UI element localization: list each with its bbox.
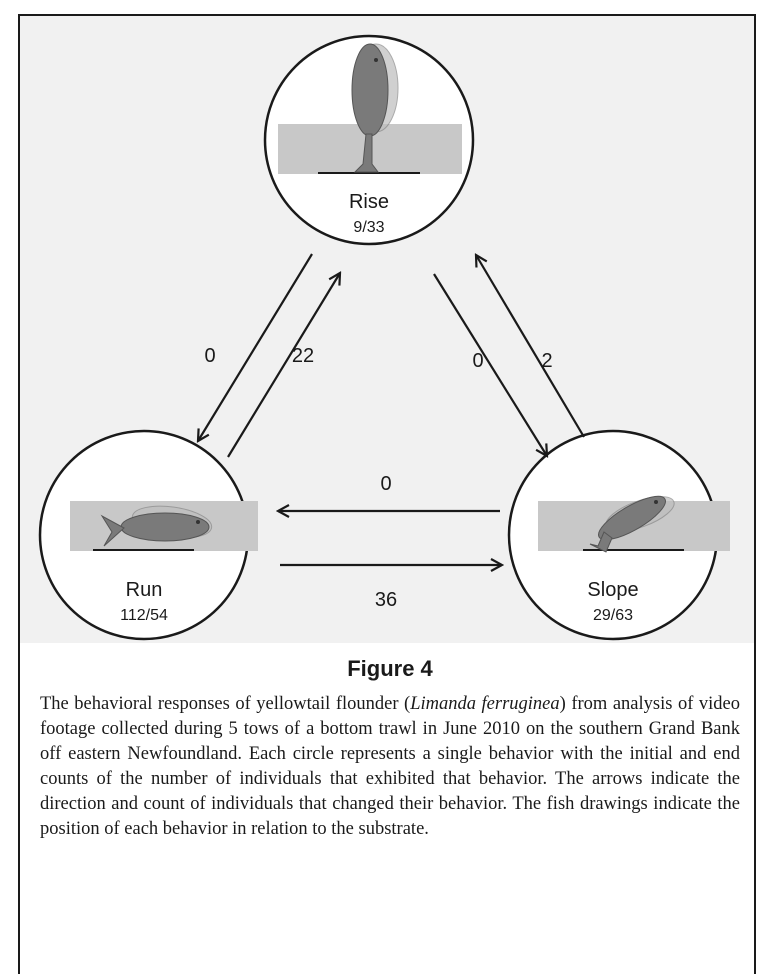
slope-label: Slope <box>587 579 638 601</box>
run-node: Run 112/54 <box>38 429 258 641</box>
edge-label-slope-to-run: 0 <box>380 473 391 495</box>
caption-species: Limanda ferruginea <box>410 694 560 714</box>
edge-label-rise-to-slope: 0 <box>472 350 483 372</box>
arrow-rise-to-run <box>198 253 313 441</box>
slope-node: Slope 29/63 <box>507 429 730 641</box>
figure-caption: The behavioral responses of yellowtail f… <box>40 692 740 842</box>
edge-label-run-to-rise: 22 <box>292 345 314 367</box>
rise-node: Rise 9/33 <box>263 34 475 246</box>
edge-label-slope-to-rise: 2 <box>541 350 552 372</box>
rise-label: Rise <box>349 191 389 213</box>
figure-caption-area: Figure 4 The behavioral responses of yel… <box>40 650 740 842</box>
caption-pre: The behavioral responses of yellowtail f… <box>40 694 411 714</box>
rise-fish-icon <box>351 43 399 173</box>
run-fish-icon <box>100 505 213 547</box>
behavior-diagram: Rise 9/33 Run 112/54 <box>20 16 754 643</box>
arrow-slope-to-rise <box>476 255 585 438</box>
slope-fish-icon <box>589 495 675 553</box>
run-label: Run <box>126 579 163 601</box>
edge-label-rise-to-run: 0 <box>204 345 215 367</box>
figure-title: Figure 4 <box>347 656 433 681</box>
edge-label-run-to-slope: 36 <box>375 589 397 611</box>
arrow-rise-to-slope <box>433 273 547 456</box>
rise-counts: 9/33 <box>353 219 384 236</box>
figure-frame <box>18 14 756 974</box>
run-counts: 112/54 <box>120 607 168 624</box>
caption-post: ) from analysis of video footage collect… <box>40 694 741 839</box>
arrow-run-to-rise <box>227 273 340 458</box>
slope-counts: 29/63 <box>593 607 633 624</box>
